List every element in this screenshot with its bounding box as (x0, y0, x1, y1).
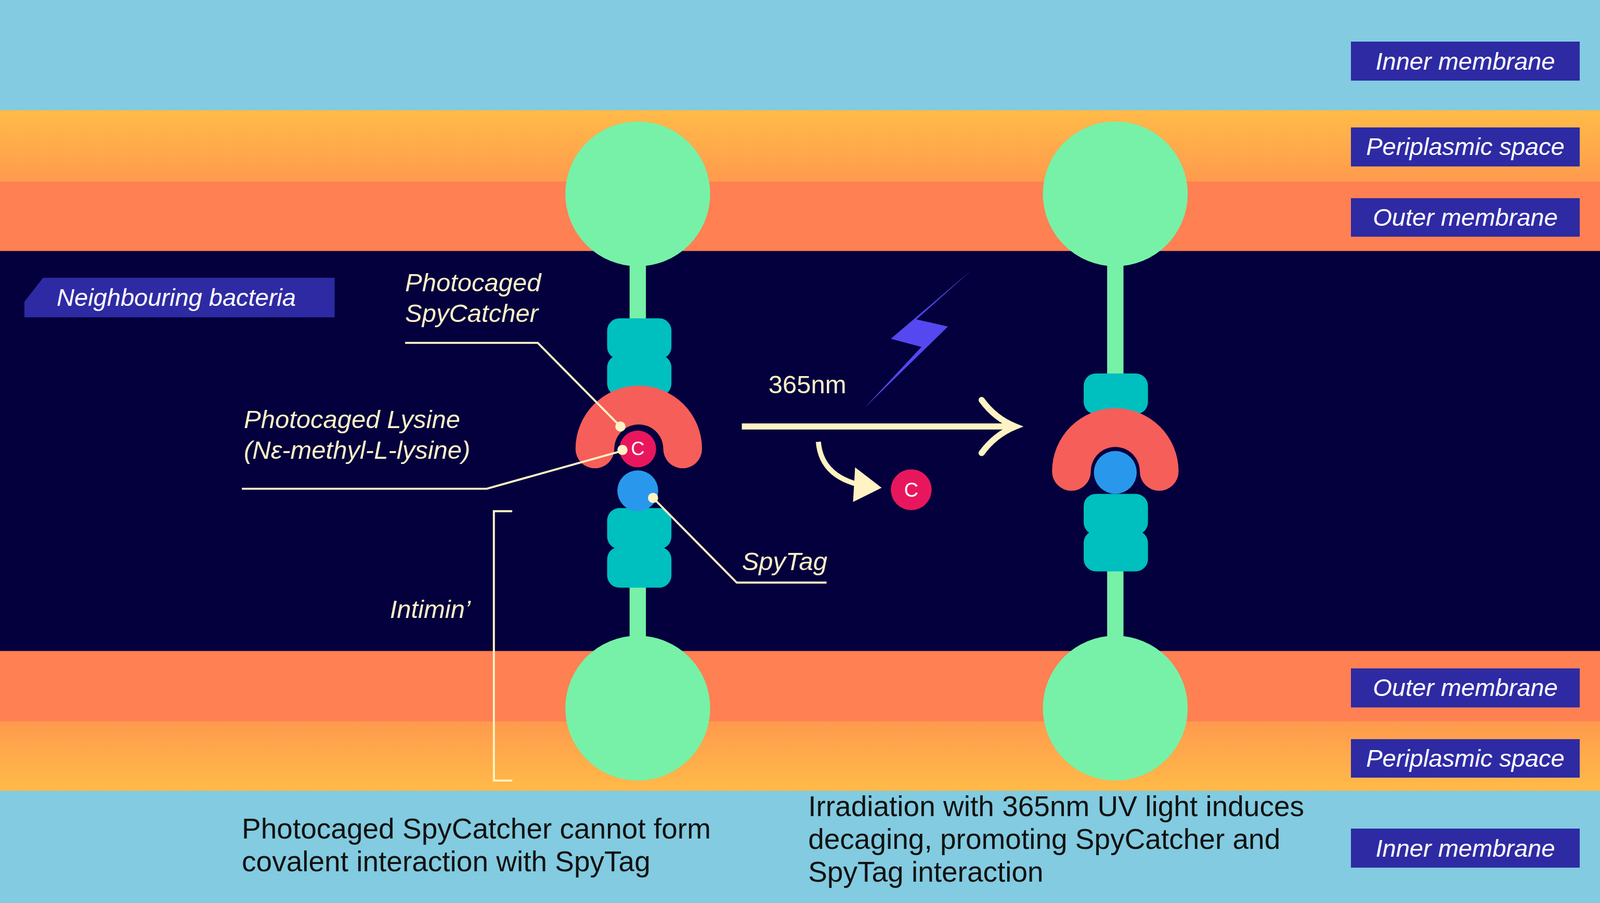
membrane-bands-part (0, 251, 1600, 653)
wavelength-label: 365nm (768, 369, 847, 400)
leader-dots-part (615, 421, 626, 432)
membrane-label: Outer membrane (1372, 672, 1558, 702)
parallelogram-fill (24, 277, 335, 318)
intimin-before-part (607, 546, 672, 588)
intimin-after-part (1043, 635, 1189, 781)
membrane-tag: Inner membrane (1350, 828, 1580, 868)
leader-lines (241, 342, 827, 781)
caption-text: Irradiation with 365nm UV light induces … (808, 789, 1380, 889)
intimin-before-part (565, 121, 711, 267)
intimin-after-part (1083, 530, 1149, 571)
cage-symbol: C (630, 439, 645, 459)
membrane-bands-part (0, 721, 1600, 792)
part-label: Intimin’ (389, 593, 471, 625)
leader-dots (615, 421, 658, 503)
intimin-after (1043, 121, 1189, 780)
released-cage-part (853, 466, 882, 502)
membrane-label: Inner membrane (1375, 833, 1556, 863)
part-label: Photocaged Lysine (Nε-methyl-L-lysine) (243, 404, 489, 466)
intimin-before-part (617, 470, 658, 511)
membrane-tag: Inner membrane (1350, 41, 1580, 81)
membrane-bands-part (0, 790, 1600, 903)
leader-dots-part (647, 492, 659, 503)
membrane-bands-part (0, 0, 1600, 112)
intimin-before (565, 121, 711, 780)
membrane-bands-part (0, 650, 1600, 722)
membrane-tag: Outer membrane (1350, 668, 1580, 708)
caption-text: Photocaged SpyCatcher cannot form covale… (241, 812, 752, 879)
intimin-before-part (607, 318, 672, 359)
membrane-label: Outer membrane (1372, 202, 1558, 232)
reaction-arrow (742, 399, 1016, 453)
membrane-tag: Outer membrane (1350, 198, 1580, 238)
released-cage-part (890, 469, 932, 510)
membrane-bands-part (0, 110, 1600, 183)
membrane-bands-part (0, 181, 1600, 252)
membrane-tag: Periplasmic space (1350, 127, 1580, 167)
cage-symbol: C (904, 479, 919, 500)
released-cage (818, 441, 932, 510)
membrane-tag: Periplasmic space (1350, 738, 1580, 778)
intimin-after-part (1083, 373, 1149, 414)
membrane-label: Inner membrane (1375, 46, 1556, 76)
membrane-label: Periplasmic space (1366, 132, 1565, 162)
uv-bolt (864, 269, 973, 409)
intimin-after-part (1043, 121, 1189, 267)
intimin-before-part (607, 508, 672, 549)
intimin-after-part (1094, 450, 1137, 494)
reaction-arrow-part (742, 423, 1011, 430)
part-label: SpyTag (742, 545, 828, 577)
intimin-after-part (1083, 493, 1149, 535)
leader-dots-part (617, 444, 628, 455)
intimin-before-part (575, 385, 702, 468)
region-tag: Neighbouring bacteria (24, 277, 335, 318)
membrane-label: Periplasmic space (1366, 743, 1565, 773)
uv-bolt-part (864, 269, 973, 409)
reaction-arrow-part (981, 399, 1016, 453)
intimin-before-part (565, 635, 711, 781)
membrane-label: Neighbouring bacteria (56, 282, 296, 312)
part-label: Photocaged SpyCatcher (405, 267, 558, 329)
leader-lines-part (493, 511, 513, 781)
